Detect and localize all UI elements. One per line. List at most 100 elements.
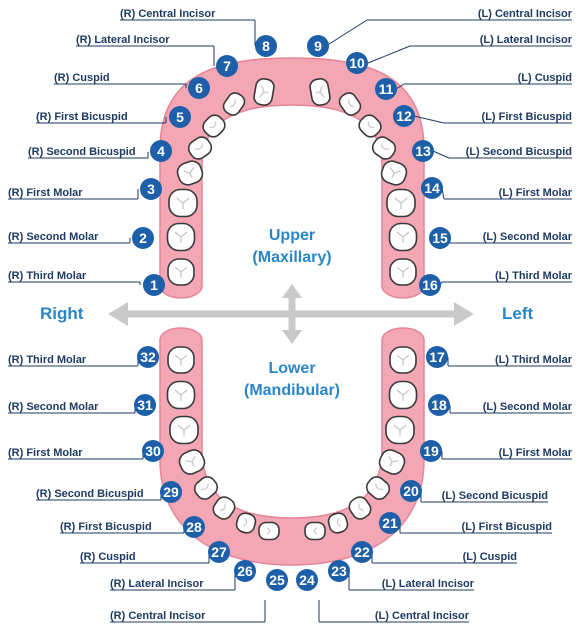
tooth-31-number: 31 xyxy=(137,397,153,413)
tooth-25-label: (R) Central Incisor xyxy=(110,610,206,622)
tooth-28-label: (R) First Bicuspid xyxy=(60,521,152,533)
tooth-6-number: 6 xyxy=(195,80,203,96)
tooth-26-number: 26 xyxy=(237,563,253,579)
tooth-23-label: (L) Lateral Incisor xyxy=(382,578,475,590)
tooth-24-number: 24 xyxy=(299,572,315,588)
tooth-25-badge[interactable]: 25 xyxy=(266,569,288,591)
tooth-22-label: (L) Cuspid xyxy=(463,551,517,563)
tooth-26-label: (R) Lateral Incisor xyxy=(110,578,204,590)
tooth-3-badge[interactable]: 3 xyxy=(140,178,162,200)
tooth-15-number: 15 xyxy=(432,230,448,246)
tooth-19[interactable] xyxy=(386,417,414,444)
tooth-9-badge[interactable]: 9 xyxy=(307,35,329,57)
tooth-8-number: 8 xyxy=(262,38,270,54)
tooth-5-badge[interactable]: 5 xyxy=(169,106,191,128)
tooth-16-badge[interactable]: 16 xyxy=(419,274,441,296)
tooth-29-number: 29 xyxy=(163,484,179,500)
tooth-4-badge[interactable]: 4 xyxy=(150,140,172,162)
tooth-24-badge[interactable]: 24 xyxy=(296,569,318,591)
tooth-24[interactable] xyxy=(305,523,325,540)
tooth-27-badge[interactable]: 27 xyxy=(208,541,230,563)
tooth-10-badge[interactable]: 10 xyxy=(346,52,368,74)
tooth-22-number: 22 xyxy=(354,544,370,560)
tooth-8-badge[interactable]: 8 xyxy=(255,35,277,57)
upper-arch-subtitle: (Maxillary) xyxy=(252,249,331,266)
tooth-6-badge[interactable]: 6 xyxy=(188,77,210,99)
tooth-32[interactable] xyxy=(168,347,194,373)
tooth-30-label: (R) First Molar xyxy=(8,447,83,459)
tooth-11-badge[interactable]: 11 xyxy=(375,78,397,100)
arrow-down-head xyxy=(282,330,302,344)
tooth-25-number: 25 xyxy=(269,572,285,588)
tooth-21-badge[interactable]: 21 xyxy=(379,512,401,534)
tooth-17-badge[interactable]: 17 xyxy=(426,346,448,368)
direction-label-left: Left xyxy=(502,304,534,323)
tooth-4-number: 4 xyxy=(157,143,165,159)
tooth-3-number: 3 xyxy=(147,181,155,197)
tooth-14-number: 14 xyxy=(424,180,440,196)
tooth-32-badge[interactable]: 32 xyxy=(137,346,159,368)
tooth-17[interactable] xyxy=(390,347,416,373)
tooth-7-badge[interactable]: 7 xyxy=(216,55,238,77)
tooth-10-number: 10 xyxy=(349,55,365,71)
tooth-31[interactable] xyxy=(168,382,195,409)
arrow-right-head xyxy=(454,302,474,326)
tooth-12-label: (L) First Bicuspid xyxy=(482,111,572,123)
tooth-16[interactable] xyxy=(390,259,416,285)
tooth-11-label: (L) Cuspid xyxy=(518,72,572,84)
tooth-2[interactable] xyxy=(168,224,195,251)
lower-arch-subtitle: (Mandibular) xyxy=(244,382,340,399)
tooth-7-number: 7 xyxy=(223,58,231,74)
tooth-21-label: (L) First Bicuspid xyxy=(462,521,552,533)
tooth-10-label: (L) Lateral Incisor xyxy=(480,34,573,46)
tooth-1-label: (R) Third Molar xyxy=(8,270,87,282)
tooth-12-badge[interactable]: 12 xyxy=(393,105,415,127)
tooth-31-badge[interactable]: 31 xyxy=(134,394,156,416)
tooth-19-label: (L) First Molar xyxy=(499,447,573,459)
tooth-1[interactable] xyxy=(168,259,194,285)
tooth-15[interactable] xyxy=(390,224,417,251)
tooth-18-number: 18 xyxy=(431,397,447,413)
tooth-18-label: (L) Second Molar xyxy=(483,401,573,413)
tooth-31-label: (R) Second Molar xyxy=(8,401,99,413)
tooth-22-badge[interactable]: 22 xyxy=(351,541,373,563)
tooth-12-number: 12 xyxy=(396,108,412,124)
tooth-20-badge[interactable]: 20 xyxy=(400,480,422,502)
tooth-1-number: 1 xyxy=(150,277,158,293)
tooth-30-badge[interactable]: 30 xyxy=(142,440,164,462)
tooth-6-label: (R) Cuspid xyxy=(54,72,110,84)
tooth-3[interactable] xyxy=(169,190,197,217)
tooth-29-badge[interactable]: 29 xyxy=(160,481,182,503)
tooth-17-number: 17 xyxy=(429,349,445,365)
tooth-27-number: 27 xyxy=(211,544,227,560)
tooth-24-label: (L) Central Incisor xyxy=(375,610,470,622)
tooth-28-badge[interactable]: 28 xyxy=(183,516,205,538)
tooth-1-badge[interactable]: 1 xyxy=(143,274,165,296)
tooth-13-badge[interactable]: 13 xyxy=(412,140,434,162)
tooth-28-number: 28 xyxy=(186,519,202,535)
tooth-9-connector xyxy=(326,20,367,46)
tooth-14[interactable] xyxy=(387,190,415,217)
lower-arch-title: Lower xyxy=(268,360,315,377)
tooth-17-label: (L) Third Molar xyxy=(495,354,573,366)
tooth-18-badge[interactable]: 18 xyxy=(428,394,450,416)
tooth-2-badge[interactable]: 2 xyxy=(132,227,154,249)
tooth-5-number: 5 xyxy=(176,109,184,125)
tooth-19-badge[interactable]: 19 xyxy=(420,440,442,462)
tooth-15-badge[interactable]: 15 xyxy=(429,227,451,249)
tooth-20-number: 20 xyxy=(403,483,419,499)
tooth-11-number: 11 xyxy=(379,81,394,97)
tooth-30-number: 30 xyxy=(145,443,161,459)
tooth-23-badge[interactable]: 23 xyxy=(328,560,350,582)
tooth-30[interactable] xyxy=(170,417,198,444)
tooth-14-badge[interactable]: 14 xyxy=(421,177,443,199)
tooth-26-badge[interactable]: 26 xyxy=(234,560,256,582)
tooth-23-number: 23 xyxy=(331,563,347,579)
tooth-7-label: (R) Lateral Incisor xyxy=(76,34,170,46)
tooth-9-label: (L) Central Incisor xyxy=(478,8,573,20)
tooth-25[interactable] xyxy=(259,523,279,540)
tooth-5-label: (R) First Bicuspid xyxy=(36,111,128,123)
tooth-19-number: 19 xyxy=(423,443,439,459)
tooth-18[interactable] xyxy=(390,382,417,409)
